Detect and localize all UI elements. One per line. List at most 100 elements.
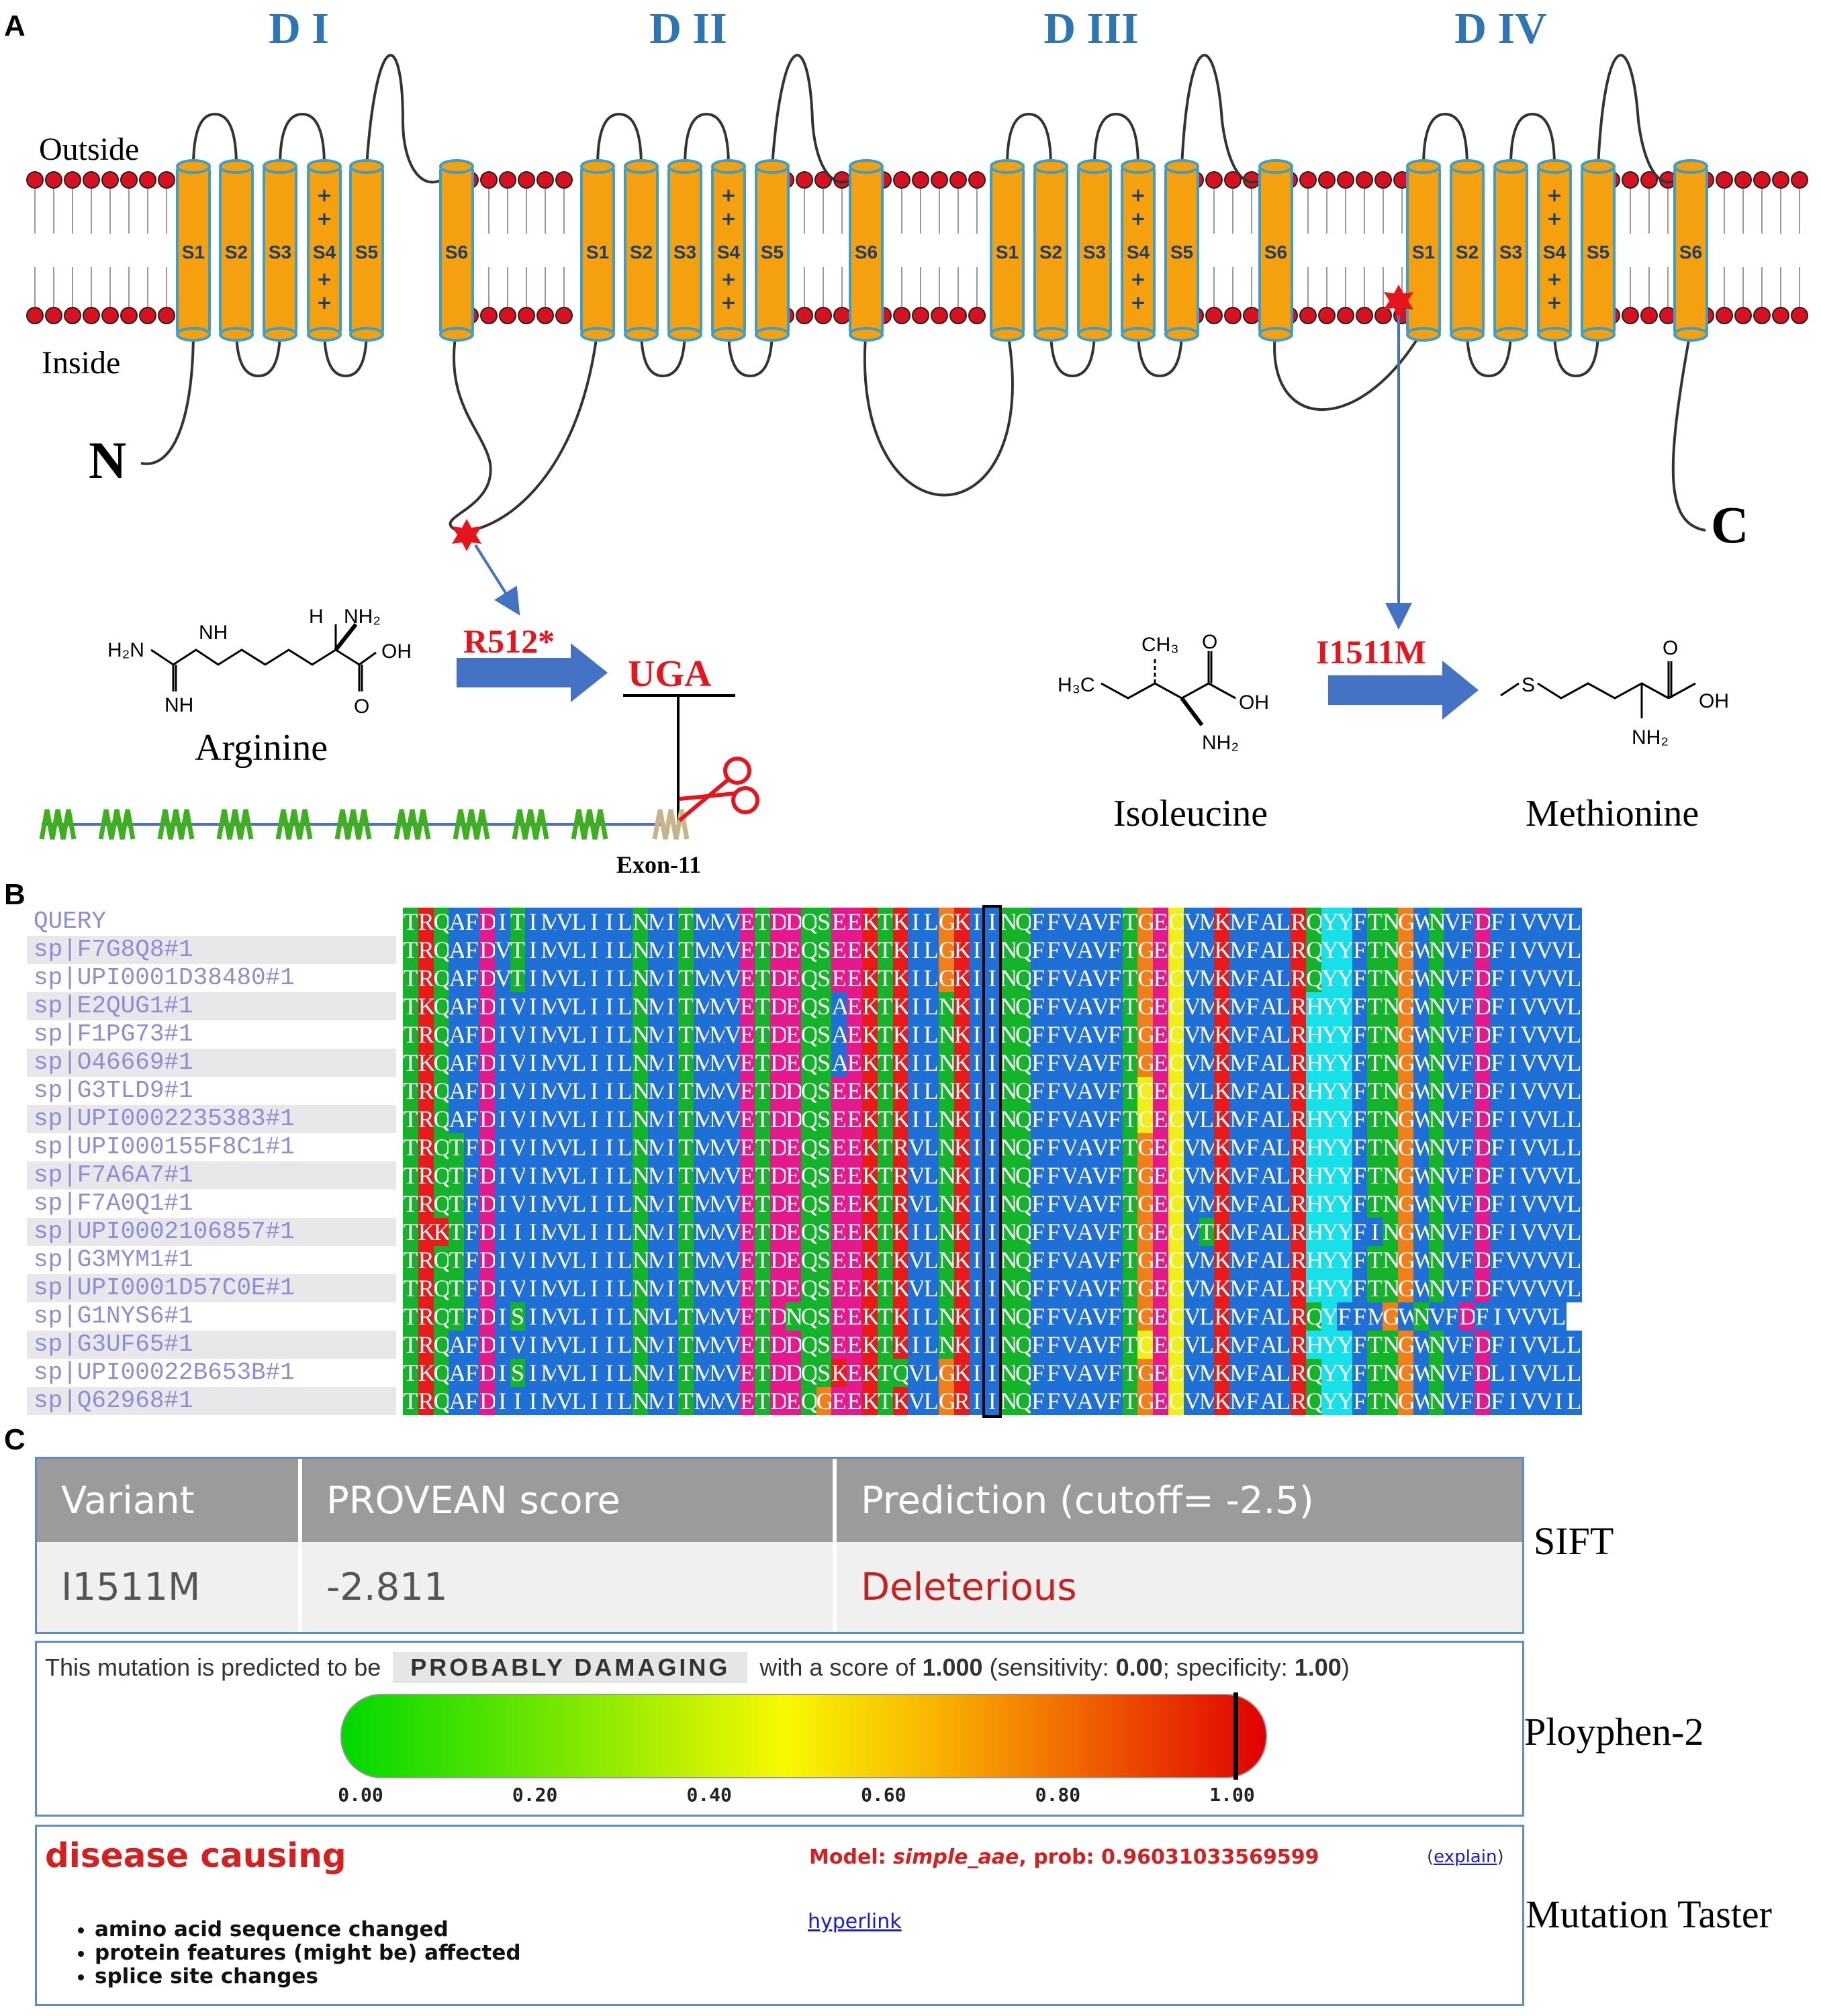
alignment-row-band [27, 1331, 396, 1359]
alignment-residue: M [709, 1302, 731, 1331]
ile-nh2: NH₂ [1202, 732, 1239, 754]
alignment-residue: V [1520, 964, 1538, 992]
alignment-residue: Y [1321, 908, 1339, 936]
alignment-residue: L [571, 992, 587, 1020]
alignment-residue: R [1291, 908, 1307, 936]
alignment-residue: N [1428, 1161, 1446, 1190]
lipid-head [480, 171, 498, 189]
alignment-residue: C [1168, 1161, 1185, 1190]
alignment-residue: H [1306, 992, 1324, 1020]
alignment-residue: R [418, 1387, 434, 1415]
alignment-residue: K [892, 1077, 910, 1105]
segment-label: S3 [1083, 242, 1106, 262]
alignment-residue: I [663, 1359, 679, 1387]
alignment-residue: L [1566, 1105, 1582, 1133]
alignment-residue: I [984, 1077, 1000, 1105]
alignment-residue: N [1383, 936, 1401, 964]
alignment-residue: V [1061, 1105, 1079, 1133]
mt-bullet: amino acid sequence changed [95, 1918, 521, 1941]
alignment-residue: K [953, 936, 972, 964]
alignment-residue: V [1551, 1274, 1569, 1302]
alignment-residue: L [571, 1274, 587, 1302]
alignment-residue: A [1260, 1331, 1278, 1359]
alignment-residue: V [1444, 1077, 1462, 1105]
polyphen-tick-label: 1.00 [1209, 1784, 1255, 1806]
mt-explain-link[interactable]: explain [1434, 1847, 1497, 1867]
alignment-residue: L [923, 1133, 939, 1161]
alignment-residue: F [464, 1190, 479, 1218]
alignment-residue: N [1428, 964, 1446, 992]
alignment-residue: N [1000, 1105, 1018, 1133]
alignment-residue: V [1444, 1274, 1462, 1302]
s4-charge: + [316, 268, 332, 290]
alignment-residue: L [1566, 1190, 1582, 1218]
alignment-residue: I [969, 1387, 985, 1415]
lipid-head [64, 307, 81, 324]
alignment-residue: V [1061, 1190, 1079, 1218]
lipid-head [83, 171, 100, 189]
alignment-residue: V [1092, 1020, 1109, 1049]
alignment-residue: M [694, 1246, 716, 1274]
alignment-residue: T [449, 1161, 465, 1190]
alignment-residue: M [1229, 908, 1252, 936]
alignment-residue: K [953, 1020, 972, 1049]
exon-11-block [652, 809, 690, 840]
alignment-residue: E [786, 1246, 801, 1274]
arg-o: O [354, 695, 369, 718]
alignment-residue: V [1536, 992, 1554, 1020]
alignment-residue: L [1275, 1161, 1291, 1190]
alignment-residue: S [816, 1246, 832, 1274]
alignment-residue: I [494, 1020, 510, 1049]
alignment-residue: Q [433, 1049, 451, 1077]
alignment-residue: I [525, 1190, 541, 1218]
alignment-residue: N [633, 1331, 650, 1359]
alignment-residue: V [1520, 1246, 1538, 1274]
alignment-residue: L [1275, 1246, 1291, 1274]
transmembrane-segment: S1 [580, 159, 615, 342]
alignment-residue: V [1092, 992, 1109, 1020]
alignment-residue: L [1199, 1105, 1215, 1133]
s4-charge: + [1130, 291, 1146, 314]
alignment-residue: D [770, 1077, 788, 1105]
alignment-residue: V [1061, 1331, 1079, 1359]
alignment-residue: A [1076, 1359, 1094, 1387]
alignment-residue: S [816, 908, 832, 936]
alignment-residue: V [1536, 1077, 1554, 1105]
alignment-residue: I [602, 1161, 618, 1190]
mt-hyperlink[interactable]: hyperlink [808, 1910, 902, 1933]
alignment-residue: R [892, 1133, 909, 1161]
alignment-residue: E [847, 936, 862, 964]
alignment-residue: F [1030, 1246, 1046, 1274]
alignment-residue: N [1000, 1133, 1018, 1161]
alignment-residue: F [1030, 1387, 1046, 1415]
alignment-residue: I [908, 1077, 924, 1105]
alignment-residue: V [1092, 1190, 1109, 1218]
alignment-residue: N [939, 1331, 956, 1359]
alignment-residue: Y [1321, 1274, 1339, 1302]
alignment-residue: C [1168, 1246, 1185, 1274]
alignment-residue: I [1505, 1049, 1521, 1077]
alignment-residue: K [862, 1020, 880, 1049]
alignment-residue: I [586, 1190, 602, 1218]
alignment-residue: S [816, 1218, 832, 1246]
alignment-residue: F [1107, 1274, 1123, 1302]
alignment-residue: M [647, 1246, 669, 1274]
alignment-residue: R [418, 1077, 434, 1105]
alignment-residue: I [525, 1331, 541, 1359]
panel-label-a: A [4, 9, 26, 42]
ile-o: O [1202, 631, 1217, 653]
alignment-residue: T [1122, 1105, 1138, 1133]
arg-h2n: H₂N [107, 639, 144, 661]
exon-block [453, 809, 490, 840]
alignment-residue: F [464, 1161, 479, 1190]
alignment-residue: V [1536, 908, 1554, 936]
alignment-residue: G [939, 908, 956, 936]
alignment-residue: T [755, 936, 771, 964]
alignment-residue: I [663, 1105, 679, 1133]
alignment-residue: I [1505, 1331, 1521, 1359]
alignment-residue: R [418, 1274, 434, 1302]
alignment-residue: F [1489, 1387, 1505, 1415]
alignment-residue: R [1291, 1218, 1307, 1246]
alignment-residue: N [1000, 1020, 1018, 1049]
alignment-residue: F [1245, 1133, 1260, 1161]
